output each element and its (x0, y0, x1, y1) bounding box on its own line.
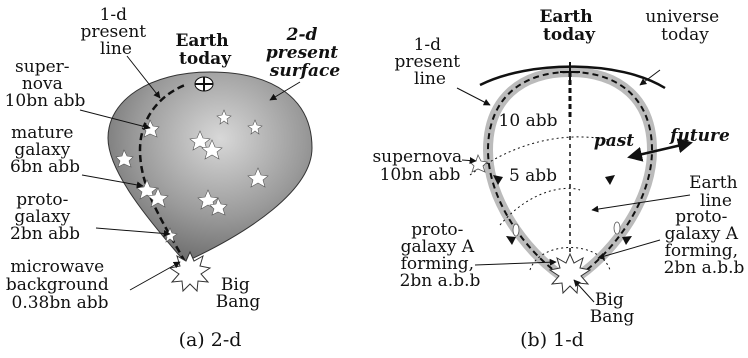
panel-b: Earth today universe today 1-d present l… (372, 7, 744, 351)
label-earth-today-a: Earth today (175, 31, 234, 69)
proto-galaxy-mark-icon (614, 222, 620, 234)
label-past: past (594, 131, 634, 151)
label-big-bang-a: Big Bang (216, 275, 261, 312)
big-bang-burst-icon (550, 254, 590, 293)
earth-marker-icon (195, 77, 213, 91)
label-microwave-background: microwave background 0.38bn abb (6, 257, 114, 313)
label-future: future (669, 126, 730, 146)
label-proto-galaxy-a: proto- galaxy 2bn abb (10, 190, 80, 244)
label-present-surface-2d: 2-d present surface (266, 25, 344, 81)
label-supernova-a: super- nova 10bn abb (5, 57, 86, 111)
label-universe-today: universe today (645, 7, 724, 45)
panel-a: 1-d present line Earth today 2-d present… (5, 5, 344, 351)
earth-marker-icon (560, 62, 580, 82)
label-mature-galaxy: mature galaxy 6bn abb (10, 123, 80, 177)
label-earth-today-b: Earth today (539, 7, 598, 45)
label-present-line-1d-b: 1-d present line (394, 35, 465, 89)
label-earth-line: Earth line (689, 173, 743, 211)
label-present-line-1d-a: 1-d present line (80, 5, 151, 59)
label-10-abb: 10 abb (499, 111, 558, 131)
label-5-abb: 5 abb (509, 166, 557, 186)
label-proto-galaxy-left: proto- galaxy A forming, 2bn a.b.b (400, 220, 481, 291)
label-supernova-b: supernova 10bn abb (372, 147, 467, 185)
caption-panel-b: (b) 1-d (520, 329, 584, 351)
big-bang-burst-icon (170, 252, 210, 291)
proto-galaxy-mark-icon (513, 224, 519, 236)
label-proto-galaxy-right: proto- galaxy A forming, 2bn a.b.b (664, 207, 745, 278)
caption-panel-a: (a) 2-d (179, 329, 242, 351)
label-big-bang-b: Big Bang (590, 290, 635, 327)
balloon-2d-universe (108, 72, 312, 262)
